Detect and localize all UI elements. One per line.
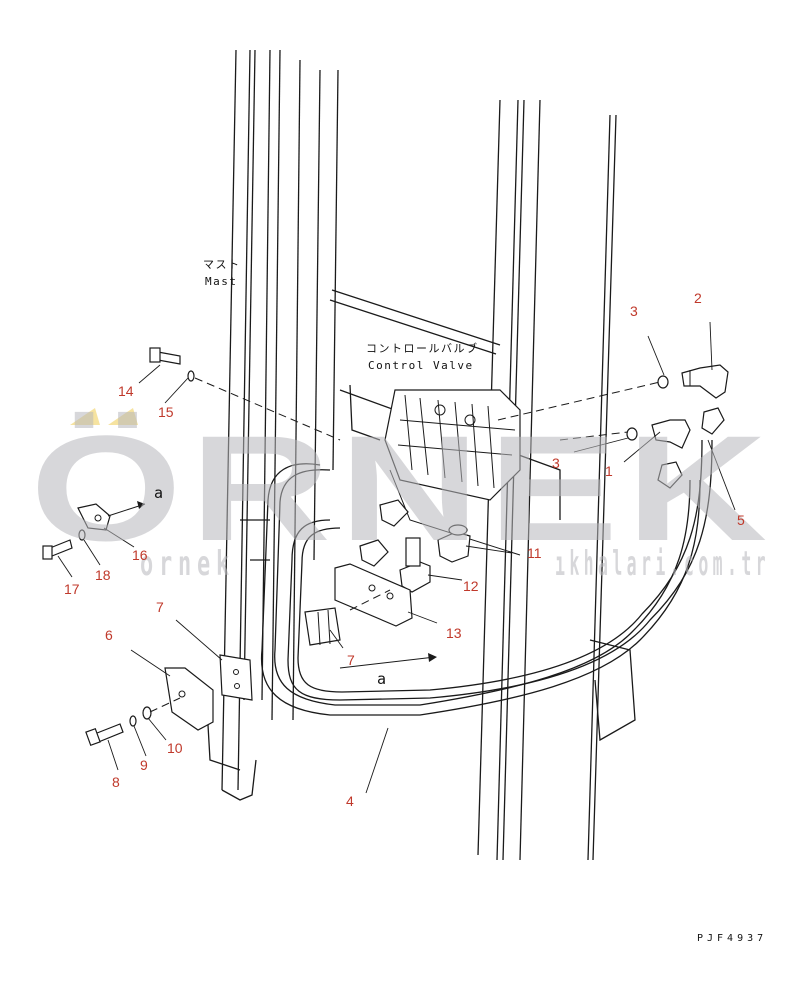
clamp-plate-13	[334, 563, 413, 627]
right-mast-rails	[477, 99, 617, 861]
callout-11: 11	[527, 545, 542, 561]
hose-end-upper	[657, 407, 725, 489]
clamp-16	[77, 503, 111, 531]
view-label-upper: a	[154, 484, 165, 502]
callout-5: 5	[737, 512, 745, 528]
callout-16: 16	[132, 547, 148, 563]
hose-4	[260, 463, 701, 716]
elbow-fitting-2	[681, 364, 729, 399]
washer-18	[78, 529, 86, 541]
callout-2: 2	[694, 290, 702, 306]
mast-label-en: Mast	[205, 275, 238, 288]
watermark-accent-mark-right	[108, 408, 138, 425]
callout-18: 18	[95, 567, 111, 583]
connector-12	[399, 537, 431, 593]
clamp-7-center	[304, 607, 341, 646]
hose-fittings-mid	[359, 499, 409, 567]
watermark: ÖRNEK ornek ıkhalari.com.tr	[30, 404, 775, 584]
callout-3-upper: 3	[630, 303, 638, 319]
view-arrow-upper	[107, 501, 146, 517]
watermark-url-right: ıkhalari.com.tr	[555, 544, 770, 584]
callout-13: 13	[446, 625, 462, 641]
watermark-url-left: ornek	[140, 544, 235, 584]
bolt-17	[42, 539, 73, 560]
watermark-accent-mark-left	[70, 408, 100, 425]
bolt-14	[149, 347, 181, 365]
callout-7-center: 7	[347, 652, 355, 668]
washer-9	[129, 715, 137, 727]
control-valve-label-en: Control Valve	[368, 359, 474, 372]
connector-11	[437, 524, 471, 563]
callout-3-lower: 3	[552, 455, 560, 471]
callout-15: 15	[158, 404, 174, 420]
bracket-6	[164, 667, 214, 731]
control-valve	[349, 384, 521, 501]
callout-12: 12	[463, 578, 479, 594]
callout-4: 4	[346, 793, 354, 809]
view-arrow-lower	[339, 653, 437, 669]
mast-label-jp: マスト	[203, 258, 241, 271]
drawing-code: PJF4937	[697, 933, 767, 944]
cap-3-lower	[626, 427, 638, 441]
assembly-lines	[149, 377, 661, 713]
elbow-fitting-1	[651, 419, 691, 449]
watermark-brand: ÖRNEK	[30, 404, 775, 572]
cap-3-upper	[657, 375, 669, 389]
callout-7-left: 7	[156, 599, 164, 615]
callout-6: 6	[105, 627, 113, 643]
clamp-7-left	[219, 654, 253, 701]
washer-15	[187, 370, 195, 382]
callout-8: 8	[112, 774, 120, 790]
callout-1: 1	[605, 463, 613, 479]
control-valve-label-jp: コントロールバルブ	[366, 341, 479, 355]
callout-14: 14	[118, 383, 134, 399]
bolt-8	[85, 723, 124, 747]
hose-5	[287, 439, 713, 701]
washer-10	[142, 706, 152, 720]
mast-rails	[205, 49, 339, 801]
leader-lines	[57, 321, 736, 794]
view-label-lower: a	[377, 670, 388, 688]
callout-17: 17	[64, 581, 80, 597]
callout-10: 10	[167, 740, 183, 756]
callout-9: 9	[140, 757, 148, 773]
